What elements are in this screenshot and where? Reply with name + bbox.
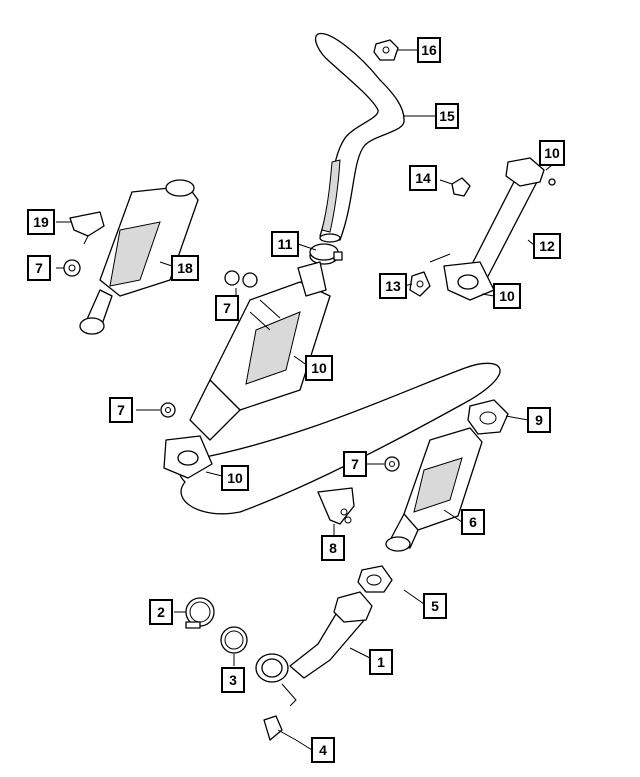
callout-1: 1 [369,649,393,675]
part-15-bracket [451,177,471,197]
part-3-gasket-ring [220,626,248,654]
svg-text:13: 13 [385,278,401,294]
svg-text:1: 1 [377,654,385,670]
svg-text:4: 4 [319,742,327,758]
svg-text:10: 10 [227,470,243,486]
callout-14: 13 [379,273,407,299]
part-7-isolator-right [384,456,400,472]
svg-text:14: 14 [415,170,431,186]
svg-text:18: 18 [177,260,193,276]
svg-text:9: 9 [535,412,543,428]
svg-text:7: 7 [223,300,231,316]
callout-11: 10 [305,355,333,381]
svg-text:11: 11 [278,236,293,252]
callout-7-left: 7 [27,255,51,281]
part-16-tailpipe [315,32,405,243]
part-4-hanger [263,715,297,741]
svg-text:7: 7 [35,260,43,276]
part-17-grommet [373,39,399,61]
callout-5: 5 [423,593,447,619]
callout-13: 12 [533,233,561,259]
svg-text:7: 7 [117,402,125,418]
part-10-nut-upper [548,178,556,186]
callout-7-right: 7 [343,451,367,477]
svg-text:12: 12 [539,238,555,254]
callout-8: 8 [321,535,345,561]
callout-17: 16 [417,37,441,63]
callout-18: 18 [171,255,199,281]
callout-10-right: 10 [493,283,521,309]
callout-4: 4 [311,737,335,763]
svg-text:3: 3 [229,672,237,688]
assembly-group-outline [178,362,501,515]
part-7-isolator-mid [160,402,176,418]
part-7-isolator-left [63,259,81,277]
callout-10-top-right: 10 [539,140,565,166]
part-2-clamp [185,597,215,629]
part-5-gasket [357,565,393,593]
part-13-intermediate-pipe [429,157,545,301]
svg-text:10: 10 [544,145,560,161]
svg-text:19: 19 [33,214,49,230]
callout-2: 2 [149,599,173,625]
svg-text:2: 2 [157,604,165,620]
callout-9: 9 [527,407,551,433]
part-19-hanger-bracket [69,211,105,245]
part-8-bracket [317,487,355,525]
callout-6: 6 [461,509,485,535]
svg-text:6: 6 [469,514,477,530]
part-6-particulate-filter [385,427,483,552]
callout-10-left: 10 [221,465,249,491]
callout-19: 19 [27,209,55,235]
svg-text:8: 8 [329,540,337,556]
svg-text:10: 10 [311,360,327,376]
part-12-clamp [309,243,343,265]
part-9-gasket [467,399,509,435]
callout-3: 3 [221,667,245,693]
callout-15: 14 [409,165,437,191]
svg-text:7: 7 [351,456,359,472]
svg-text:5: 5 [431,598,439,614]
callout-7-mid: 7 [109,397,133,423]
callout-7-center: 7 [215,295,239,321]
part-1-front-pipe [255,591,373,707]
part-14-isolator [409,271,431,297]
svg-text:15: 15 [439,108,455,124]
callout-12: 11 [271,231,299,257]
svg-text:10: 10 [499,288,515,304]
svg-text:16: 16 [421,42,437,58]
callout-16: 15 [435,103,459,129]
part-11-catalyst-unit [163,261,331,479]
part-7-isolator-center [224,270,258,288]
